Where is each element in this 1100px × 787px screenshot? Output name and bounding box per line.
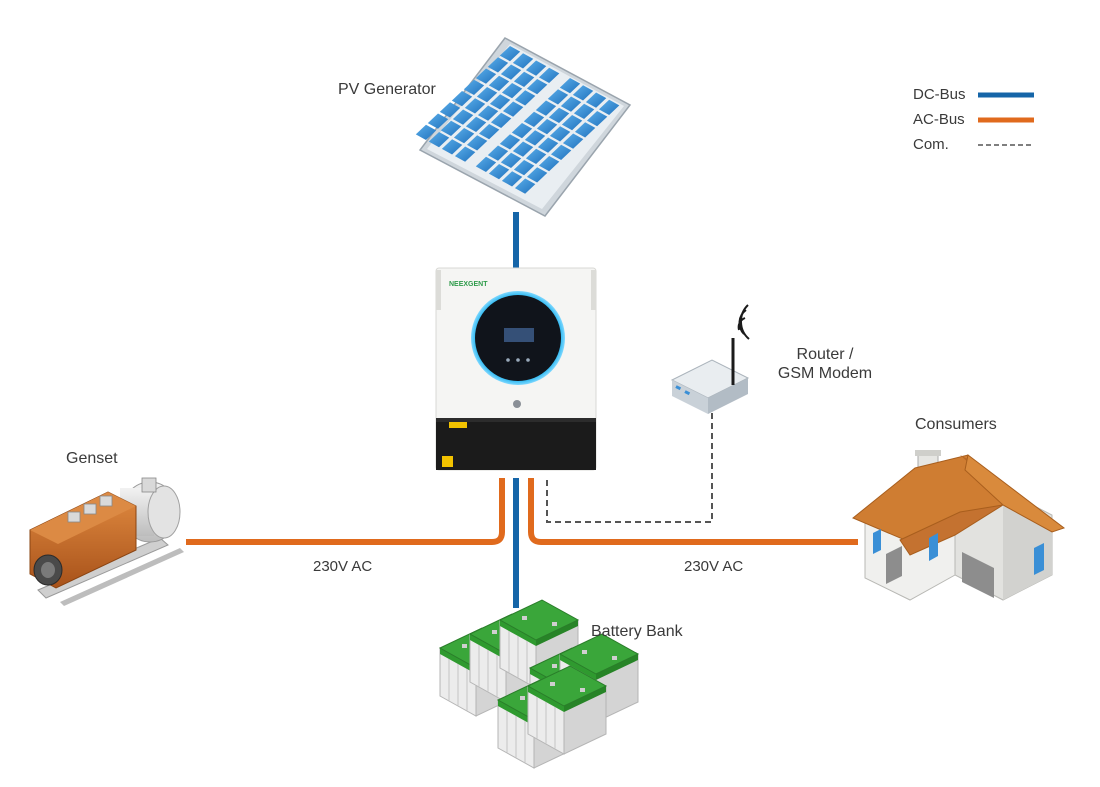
solar-cell bbox=[478, 124, 500, 140]
solar-cell bbox=[514, 90, 536, 106]
solar-cell bbox=[451, 91, 473, 107]
solar-cell bbox=[585, 92, 607, 108]
solar-cell bbox=[499, 46, 521, 62]
battery-bank-icon bbox=[438, 599, 640, 769]
solar-cell bbox=[525, 148, 547, 164]
router-label-line1: Router / bbox=[796, 346, 854, 363]
solar-cell bbox=[512, 141, 534, 157]
solar-cell bbox=[512, 53, 534, 69]
solar-cell bbox=[488, 164, 510, 180]
solar-cell bbox=[523, 111, 545, 127]
solar-cell bbox=[428, 132, 450, 148]
solar-cell bbox=[477, 105, 499, 121]
solar-cell bbox=[465, 116, 487, 132]
solar-cell bbox=[464, 98, 486, 114]
solar-cell bbox=[441, 139, 463, 155]
solar-cell bbox=[500, 152, 522, 168]
solar-cell bbox=[454, 146, 476, 162]
ac-line-genset bbox=[186, 478, 505, 545]
solar-cell bbox=[560, 96, 582, 112]
right-ac-label: 230V AC bbox=[684, 558, 744, 575]
solar-cell bbox=[548, 107, 570, 123]
solar-cell bbox=[573, 103, 595, 119]
solar-cell bbox=[487, 145, 509, 161]
legend-com-label: Com. bbox=[913, 136, 949, 153]
solar-cell bbox=[536, 119, 558, 135]
solar-cell bbox=[501, 171, 523, 187]
solar-cell bbox=[561, 115, 583, 131]
solar-cell bbox=[537, 137, 559, 153]
solar-cell bbox=[463, 79, 485, 95]
legend-ac-bus-label: AC-Bus bbox=[913, 111, 965, 128]
solar-cell bbox=[502, 101, 524, 117]
inverter-brand-label: NEEXGENT bbox=[449, 281, 488, 288]
solar-cell bbox=[475, 68, 497, 84]
solar-cell bbox=[538, 67, 560, 83]
solar-cell bbox=[559, 78, 581, 94]
solar-cell bbox=[549, 126, 571, 142]
solar-cell bbox=[526, 167, 548, 183]
solar-cell bbox=[574, 122, 596, 138]
genset-icon bbox=[29, 477, 184, 606]
consumers-label: Consumers bbox=[915, 416, 997, 433]
router-icon bbox=[670, 304, 750, 414]
solar-cell bbox=[598, 99, 620, 115]
solar-cell bbox=[535, 100, 557, 116]
solar-cell bbox=[538, 156, 560, 172]
solar-cell bbox=[547, 89, 569, 105]
left-ac-label: 230V AC bbox=[313, 558, 373, 575]
inverter-icon: NEEXGENT bbox=[435, 267, 597, 471]
solar-cell bbox=[489, 94, 511, 110]
solar-cell bbox=[476, 87, 498, 103]
solar-cell bbox=[525, 60, 547, 76]
solar-cell bbox=[439, 102, 461, 118]
solar-cell bbox=[524, 130, 546, 146]
solar-cell bbox=[550, 144, 572, 160]
solar-cell bbox=[415, 124, 437, 140]
solar-cell bbox=[488, 75, 510, 91]
solar-cell bbox=[475, 156, 497, 172]
battery-unit bbox=[526, 665, 608, 755]
solar-cell bbox=[514, 178, 536, 194]
solar-cell bbox=[526, 79, 548, 95]
genset-label: Genset bbox=[66, 450, 118, 467]
legend bbox=[978, 92, 1034, 146]
solar-cell bbox=[572, 85, 594, 101]
legend-dc-bus-label: DC-Bus bbox=[913, 86, 966, 103]
solar-cell bbox=[513, 160, 535, 176]
pv-generator-icon bbox=[415, 37, 632, 217]
ac-line-consumers bbox=[528, 478, 858, 545]
solar-cell bbox=[440, 120, 462, 136]
solar-cell bbox=[466, 135, 488, 151]
pv-generator-label: PV Generator bbox=[338, 81, 436, 98]
router-label-line2: GSM Modem bbox=[777, 365, 873, 382]
com-line-router bbox=[546, 410, 713, 523]
solar-cell bbox=[513, 71, 535, 87]
solar-cell bbox=[500, 64, 522, 80]
solar-cell bbox=[453, 128, 475, 144]
solar-cell bbox=[511, 123, 533, 139]
solar-cell bbox=[487, 57, 509, 73]
solar-cell bbox=[586, 111, 608, 127]
solar-cell bbox=[452, 109, 474, 125]
solar-cell bbox=[490, 112, 512, 128]
connections bbox=[186, 212, 858, 608]
solar-cell bbox=[499, 134, 521, 150]
battery-bank-label: Battery Bank bbox=[591, 623, 683, 640]
consumers-house-icon bbox=[852, 450, 1066, 601]
solar-cell bbox=[501, 83, 523, 99]
solar-cell bbox=[562, 133, 584, 149]
solar-cell bbox=[427, 113, 449, 129]
